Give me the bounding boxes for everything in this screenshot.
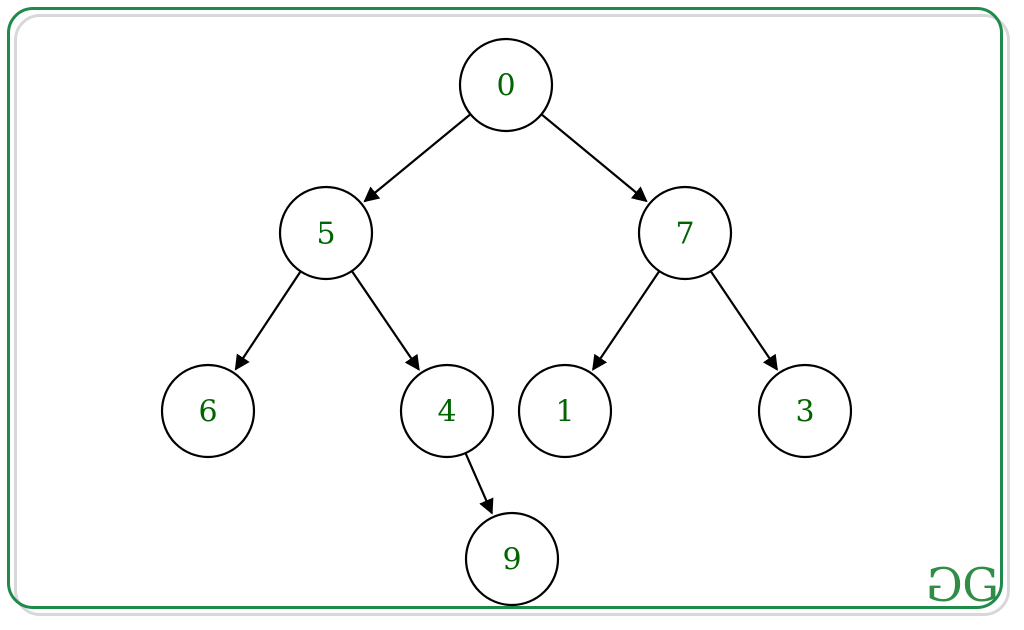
watermark-left-glyph: G: [926, 558, 963, 612]
tree-node-9[interactable]: 9: [464, 511, 560, 607]
tree-node-1[interactable]: 1: [517, 363, 613, 459]
node-circle-6[interactable]: [160, 363, 256, 459]
tree-node-4[interactable]: 4: [399, 363, 495, 459]
node-circle-1[interactable]: [517, 363, 613, 459]
frame-shadow: [14, 14, 1010, 616]
node-label-4: 4: [437, 395, 456, 430]
edge-5-to-6: [234, 270, 302, 371]
node-label-3: 3: [795, 395, 814, 430]
edge-0-to-7: [540, 113, 648, 203]
edge-5-to-4: [350, 270, 420, 371]
node-circle-7[interactable]: [637, 185, 733, 281]
tree-node-3[interactable]: 3: [757, 363, 853, 459]
edge-7-to-1: [592, 270, 661, 371]
geeksforgeeks-watermark: GG: [926, 558, 999, 612]
node-label-0: 0: [496, 69, 515, 104]
node-circle-5[interactable]: [278, 185, 374, 281]
edge-7-to-3: [709, 270, 778, 371]
node-label-5: 5: [316, 217, 335, 252]
node-circle-4[interactable]: [399, 363, 495, 459]
node-circle-9[interactable]: [464, 511, 560, 607]
node-layer: 0 5 7 6 4 1 3 9: [160, 37, 853, 607]
node-label-9: 9: [502, 543, 521, 578]
tree-node-6[interactable]: 6: [160, 363, 256, 459]
watermark-right-glyph: G: [962, 558, 999, 612]
node-circle-3[interactable]: [757, 363, 853, 459]
node-label-7: 7: [675, 217, 694, 252]
node-label-6: 6: [198, 395, 217, 430]
tree-node-5[interactable]: 5: [278, 185, 374, 281]
node-circle-0[interactable]: [458, 37, 554, 133]
edge-0-to-5: [363, 113, 472, 203]
node-label-1: 1: [555, 395, 574, 430]
edge-layer: [234, 113, 778, 515]
frame-border: [7, 7, 1003, 609]
tree-node-0[interactable]: 0: [458, 37, 554, 133]
edge-4-to-9: [464, 452, 494, 515]
tree-node-7[interactable]: 7: [637, 185, 733, 281]
